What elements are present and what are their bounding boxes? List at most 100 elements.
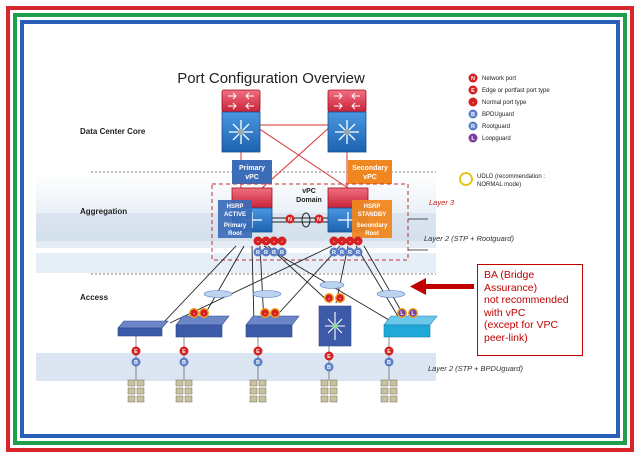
svg-text:R: R	[471, 124, 475, 130]
aggregation-lower-band	[36, 253, 436, 273]
access-bottom-badges: E B E B E B E B E B	[131, 346, 394, 372]
primary-vpc-box: Primary vPC	[232, 160, 272, 184]
svg-text:STANDBY: STANDBY	[358, 212, 387, 218]
label-access: Access	[80, 293, 109, 302]
primary-root-box: Primary Root	[218, 220, 252, 238]
server-group-2	[175, 379, 193, 403]
svg-text:Loopguard: Loopguard	[482, 136, 511, 142]
svg-text:E: E	[182, 349, 186, 355]
svg-text:L: L	[471, 136, 475, 142]
legend-item-edge-port: E Edge or portfast port type	[468, 85, 550, 95]
server-group-5	[380, 379, 398, 403]
svg-text:B: B	[471, 112, 475, 118]
svg-text:-: -	[257, 239, 259, 245]
ba-note-box: BA (Bridge Assurance) not recommended wi…	[477, 264, 583, 356]
svg-text:HSRP: HSRP	[364, 204, 381, 210]
svg-text:R: R	[348, 250, 352, 256]
svg-text:Edge or portfast port type: Edge or portfast port type	[482, 88, 550, 94]
svg-text:-: -	[357, 239, 359, 245]
access-switch-1	[117, 320, 169, 337]
svg-text:-: -	[281, 239, 283, 245]
access-switch-2	[175, 315, 230, 338]
diagram-canvas: Port Configuration Overview Data Center …	[36, 38, 604, 420]
svg-text:Root: Root	[365, 231, 379, 237]
svg-text:Normal port type: Normal port type	[482, 100, 527, 106]
page-title: Port Configuration Overview	[177, 70, 365, 87]
svg-text:Primary: Primary	[239, 165, 265, 172]
outer-blue-border	[20, 20, 620, 438]
svg-text:R: R	[332, 250, 336, 256]
access-switch-4	[318, 305, 352, 347]
svg-text:E: E	[134, 349, 138, 355]
svg-text:Root: Root	[228, 231, 242, 237]
servers	[127, 379, 398, 403]
svg-text:Rootguard: Rootguard	[482, 124, 510, 130]
legend-item-udld: UDLD (recommendation : NORMAL mode)	[459, 172, 545, 188]
vpc-domain-label-2: Domain	[296, 197, 322, 204]
svg-text:Network port: Network port	[482, 76, 516, 82]
legend: N Network port E Edge or portfast port t…	[459, 73, 550, 188]
legend-item-loopguard: L Loopguard	[468, 133, 511, 143]
svg-text:B: B	[327, 365, 331, 371]
svg-text:N: N	[288, 217, 292, 223]
ba-note-line-1: BA (Bridge	[484, 269, 535, 281]
svg-text:E: E	[256, 349, 260, 355]
outer-red-border	[6, 6, 634, 452]
label-aggregation: Aggregation	[80, 207, 127, 216]
svg-text:Secondary: Secondary	[357, 223, 388, 229]
server-group-1	[127, 379, 145, 403]
svg-text:R: R	[264, 250, 268, 256]
ba-note-line-4: with vPC	[484, 306, 526, 319]
outer-green-border	[13, 13, 627, 445]
svg-text:E: E	[471, 88, 475, 94]
server-group-3	[249, 379, 267, 403]
vpc-domain-box	[211, 183, 409, 261]
svg-text:B: B	[134, 360, 138, 366]
svg-text:R: R	[356, 250, 360, 256]
svg-text:Secondary: Secondary	[352, 165, 388, 172]
ba-note-line-2: Assurance)	[484, 281, 538, 294]
aggregation-port-badges: N N - - - - - - - - R R R R R R R R	[253, 214, 363, 257]
label-core: Data Center Core	[80, 127, 146, 136]
access-switch-3	[245, 315, 300, 338]
svg-text:L: L	[411, 311, 415, 317]
svg-text:-: -	[328, 296, 330, 302]
svg-text:UDLD (recommendation :: UDLD (recommendation :	[477, 174, 545, 180]
svg-text:R: R	[272, 250, 276, 256]
svg-text:N: N	[471, 76, 475, 82]
core-switch-right	[327, 111, 367, 153]
svg-text:-: -	[274, 311, 276, 317]
legend-item-network-port: N Network port	[468, 73, 516, 83]
svg-text:B: B	[387, 360, 391, 366]
svg-text:HSRP: HSRP	[227, 204, 244, 210]
port-config-diagram: Port Configuration Overview Data Center …	[36, 70, 550, 403]
ba-note-line-6: peer-link)	[484, 331, 528, 344]
svg-text:R: R	[280, 250, 284, 256]
svg-text:-: -	[265, 239, 267, 245]
svg-text:B: B	[256, 360, 260, 366]
server-group-4	[320, 379, 338, 403]
svg-text:-: -	[333, 239, 335, 245]
svg-text:BPDUguard: BPDUguard	[482, 112, 514, 118]
svg-text:E: E	[327, 354, 331, 360]
legend-item-normal-port: - Normal port type	[468, 97, 527, 107]
svg-text:-: -	[341, 239, 343, 245]
svg-text:B: B	[182, 360, 186, 366]
secondary-vpc-box: Secondary vPC	[348, 160, 392, 184]
hsrp-active-box: HSRP ACTIVE	[218, 200, 252, 220]
svg-text:-: -	[264, 311, 266, 317]
core-router-right	[327, 89, 367, 113]
link-bundles	[203, 281, 406, 298]
label-layer2-bpdu: Layer 2 (STP + BPDUguard)	[428, 364, 523, 373]
vpc-domain-label-1: vPC	[302, 188, 316, 195]
label-layer2-root: Layer 2 (STP + Rootguard)	[424, 234, 514, 243]
core-router-left	[221, 89, 261, 113]
svg-text:-: -	[193, 311, 195, 317]
svg-text:vPC: vPC	[363, 174, 377, 181]
access-switch-5-cyan	[383, 315, 438, 338]
ba-arrow	[410, 278, 474, 295]
core-switch-left	[221, 111, 261, 153]
svg-text:N: N	[317, 217, 321, 223]
ba-note-line-5: (except for VPC	[484, 319, 559, 331]
access-top-badges: - - - - - - L L	[189, 293, 418, 318]
